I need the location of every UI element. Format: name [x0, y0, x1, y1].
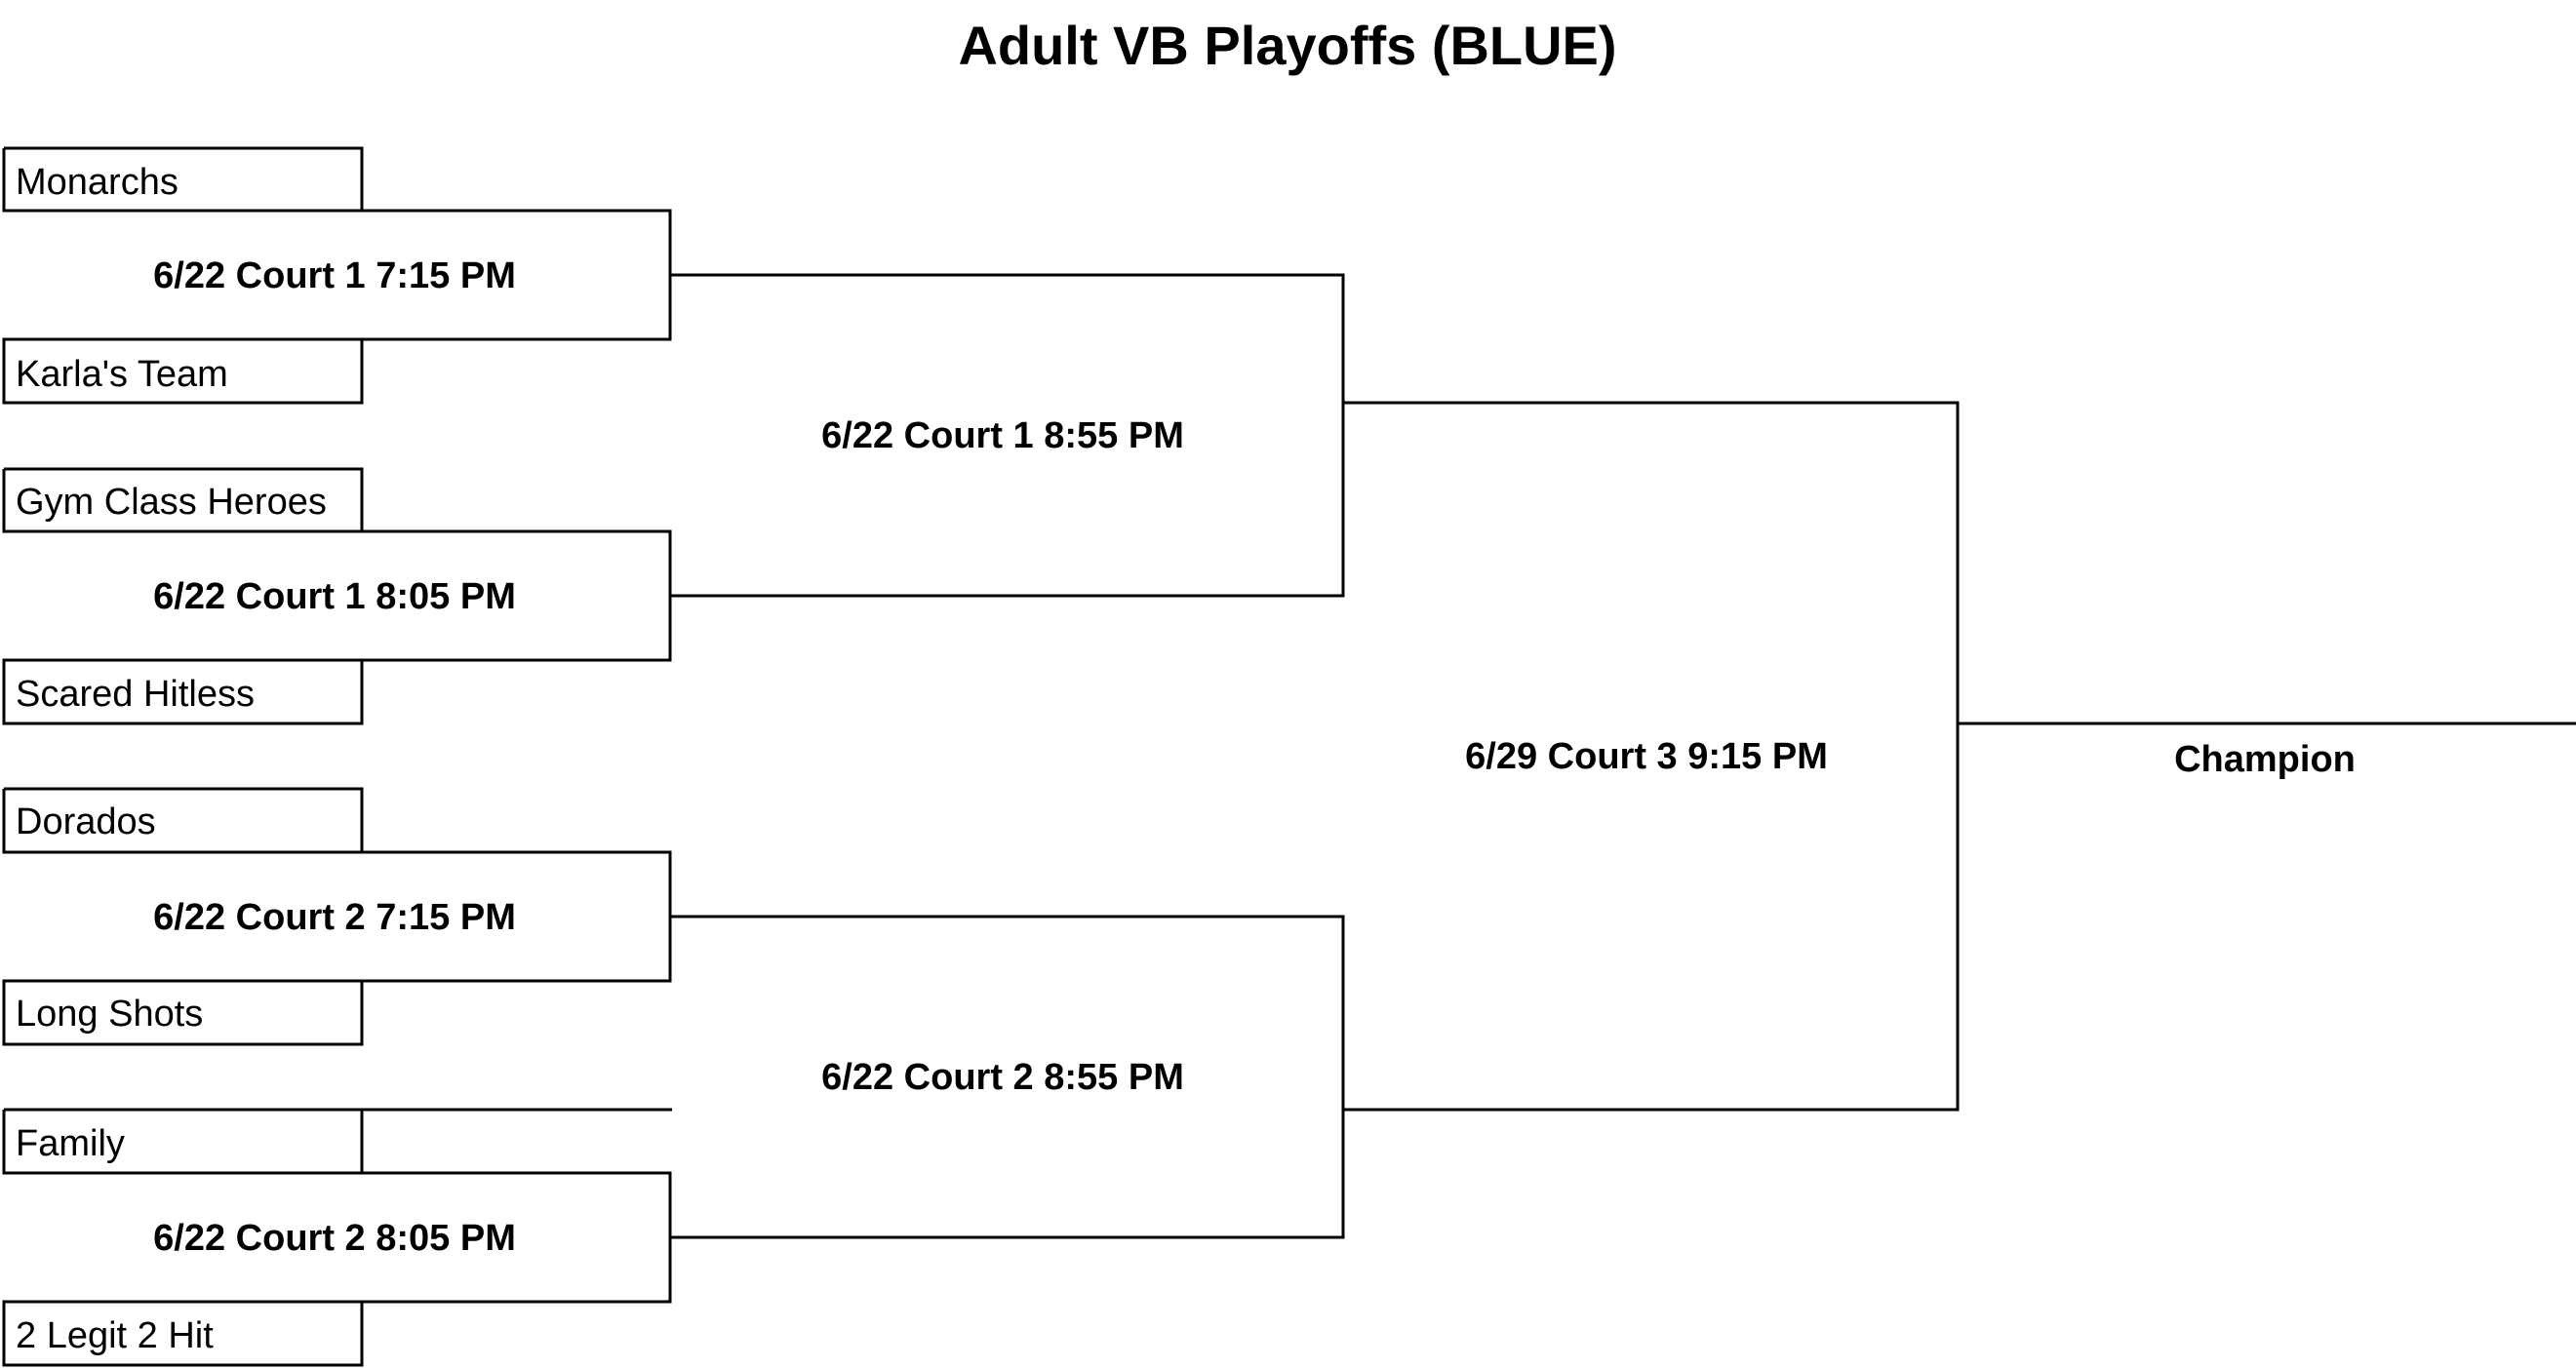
team-slot-5: Dorados [16, 801, 156, 842]
champion-label: Champion [2174, 739, 2356, 780]
team-slot-2: Karla's Team [16, 354, 228, 395]
round2-match-1-bracket [670, 273, 1345, 598]
team-slot-1: Monarchs [16, 162, 178, 203]
final-match-bracket [1343, 401, 1960, 1112]
round2-match-2-bracket [670, 915, 1345, 1239]
round1-match-3-bracket [2, 787, 672, 1046]
round1-game-2-label: 6/22 Court 1 8:05 PM [153, 576, 516, 617]
team-slot-8: 2 Legit 2 Hit [16, 1315, 214, 1356]
team-slot-6: Long Shots [16, 994, 203, 1035]
round1-match-2-bracket [2, 467, 672, 725]
bracket-title: Adult VB Playoffs (BLUE) [958, 15, 1616, 76]
round2-game-2-label: 6/22 Court 2 8:55 PM [821, 1057, 1184, 1098]
round1-match-4-bracket [2, 1108, 672, 1367]
round2-game-1-label: 6/22 Court 1 8:55 PM [821, 415, 1184, 456]
team-slot-4: Scared Hitless [16, 674, 255, 715]
round1-match-1-bracket [2, 146, 672, 405]
final-game-label: 6/29 Court 3 9:15 PM [1465, 736, 1828, 777]
round1-game-1-label: 6/22 Court 1 7:15 PM [153, 255, 516, 296]
team-slot-3: Gym Class Heroes [16, 482, 327, 523]
round1-game-4-label: 6/22 Court 2 8:05 PM [153, 1218, 516, 1259]
team-slot-7: Family [16, 1123, 125, 1164]
round1-game-3-label: 6/22 Court 2 7:15 PM [153, 897, 516, 938]
